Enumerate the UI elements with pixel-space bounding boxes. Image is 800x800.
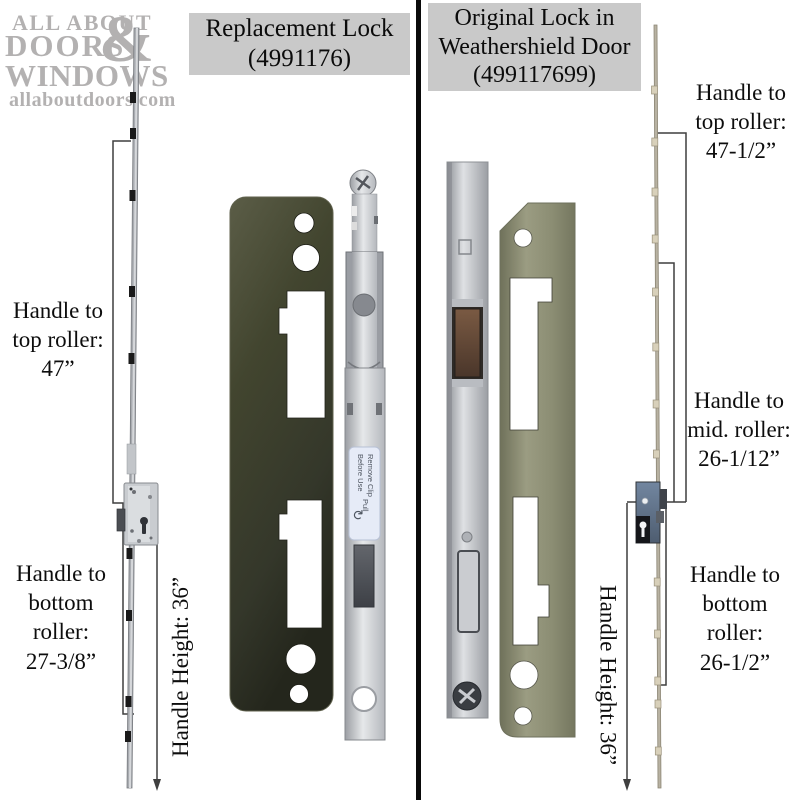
measurement-text: top roller: [12, 327, 104, 353]
replacement-lock-title-box: Replacement Lock (4991176) [189, 13, 410, 75]
measurement-text: Handle to [689, 562, 781, 587]
bracket-handle-to-mid-roller-right [656, 262, 675, 502]
measurement-text: mid. roller: [687, 417, 791, 443]
keyhole-icon [140, 517, 148, 534]
screw-hole [289, 684, 309, 704]
screw-hole [292, 244, 320, 272]
measurement-text: top roller: [695, 109, 787, 135]
screw-hole [285, 643, 317, 675]
measurement-handle-to-top-roller-right: Handle to top roller: 47-1/2” [686, 78, 796, 166]
brand-ampersand: & [99, 3, 154, 76]
down-arrow-icon [153, 779, 161, 791]
measurement-text: Handle to [15, 561, 107, 586]
original-lock-part-number: (499117699) [472, 62, 597, 89]
measurement-handle-to-bottom-roller-right: Handle to bottom roller: 26-1/2” [678, 560, 792, 677]
measurement-lines-right [626, 132, 687, 779]
measurement-text: Handle to [695, 80, 787, 105]
measurement-text: roller: [706, 620, 764, 646]
down-arrow-icon [623, 779, 631, 791]
warning-label-line2: Before Use [356, 454, 365, 492]
brand-logo: ALL ABOUT DOORS & WINDOWS allaboutdoors.… [0, 0, 180, 115]
measurement-text: bottom [702, 591, 768, 617]
original-lock-title-box: Original Lock in Weathershield Door (499… [428, 3, 641, 91]
brand-line-windows: WINDOWS [5, 58, 169, 93]
latch-slot [457, 550, 480, 633]
embossed-mark [458, 239, 472, 255]
replacement-lock-title: Replacement Lock [205, 15, 394, 42]
original-lock-title-line1: Original Lock in [454, 4, 615, 31]
measurement-handle-to-mid-roller-right: Handle to mid. roller: 26-1/12” [680, 386, 798, 474]
replacement-lock-faceplate: Remove Clip Before Use Pull ↻ [344, 169, 386, 741]
measurement-text: bottom [28, 590, 94, 616]
screw-hole [513, 228, 533, 248]
latch-cutout [512, 496, 550, 646]
measurement-value: 27-3/8” [25, 648, 97, 674]
warning-label: Remove Clip Before Use Pull ↻ [348, 446, 381, 541]
latch-bolt [454, 308, 481, 378]
measurement-handle-to-top-roller-left: Handle to top roller: 47” [2, 296, 114, 384]
handle-height-label-right: Handle Height: 36” [595, 584, 621, 766]
latch-cutout [509, 277, 553, 431]
left-gearbox [116, 482, 159, 546]
warning-label-pull: Pull [361, 499, 370, 512]
warning-label-line1: Remove Clip [366, 454, 375, 497]
original-strike-plate [499, 202, 576, 738]
original-lock-title-line2: Weathershield Door [438, 33, 631, 60]
measurement-text: Handle to [12, 298, 104, 323]
measurement-text: Handle to [693, 388, 785, 413]
latch-cutout [278, 499, 323, 629]
measurement-text: roller: [32, 619, 90, 645]
brand-line-all-about: ALL ABOUT [12, 10, 153, 35]
keyhole-icon [639, 521, 647, 537]
latch-cutout [278, 290, 326, 419]
brand-line-doors: DOORS [5, 28, 126, 63]
screw-hole [509, 660, 539, 690]
bracket-handle-to-top-roller-right [656, 132, 687, 502]
left-rail-rollers [125, 92, 136, 742]
replacement-strike-plate [229, 196, 334, 712]
screw-hole [351, 686, 377, 712]
measurement-handle-to-bottom-roller-left: Handle to bottom roller: 27-3/8” [2, 559, 120, 676]
replacement-lock-part-number: (4991176) [247, 45, 352, 72]
left-lock-rail-photo [125, 27, 140, 789]
magnet-block [353, 544, 375, 608]
measurement-value: 26-1/12” [698, 446, 780, 472]
measurement-value: 47-1/2” [705, 138, 777, 164]
right-rail-rollers [651, 85, 662, 756]
measurement-value: 26-1/2” [699, 649, 771, 675]
handle-height-label-left: Handle Height: 36” [168, 576, 193, 758]
screw-hole [293, 212, 315, 234]
panel-divider [416, 0, 421, 800]
screw-hole [513, 706, 533, 726]
right-lock-rail-photo [651, 24, 662, 789]
rotate-arrow-icon: ↻ [350, 509, 366, 521]
measurement-value: 47” [41, 356, 75, 382]
original-lock-faceplate [446, 161, 489, 719]
right-gearbox [635, 481, 667, 544]
